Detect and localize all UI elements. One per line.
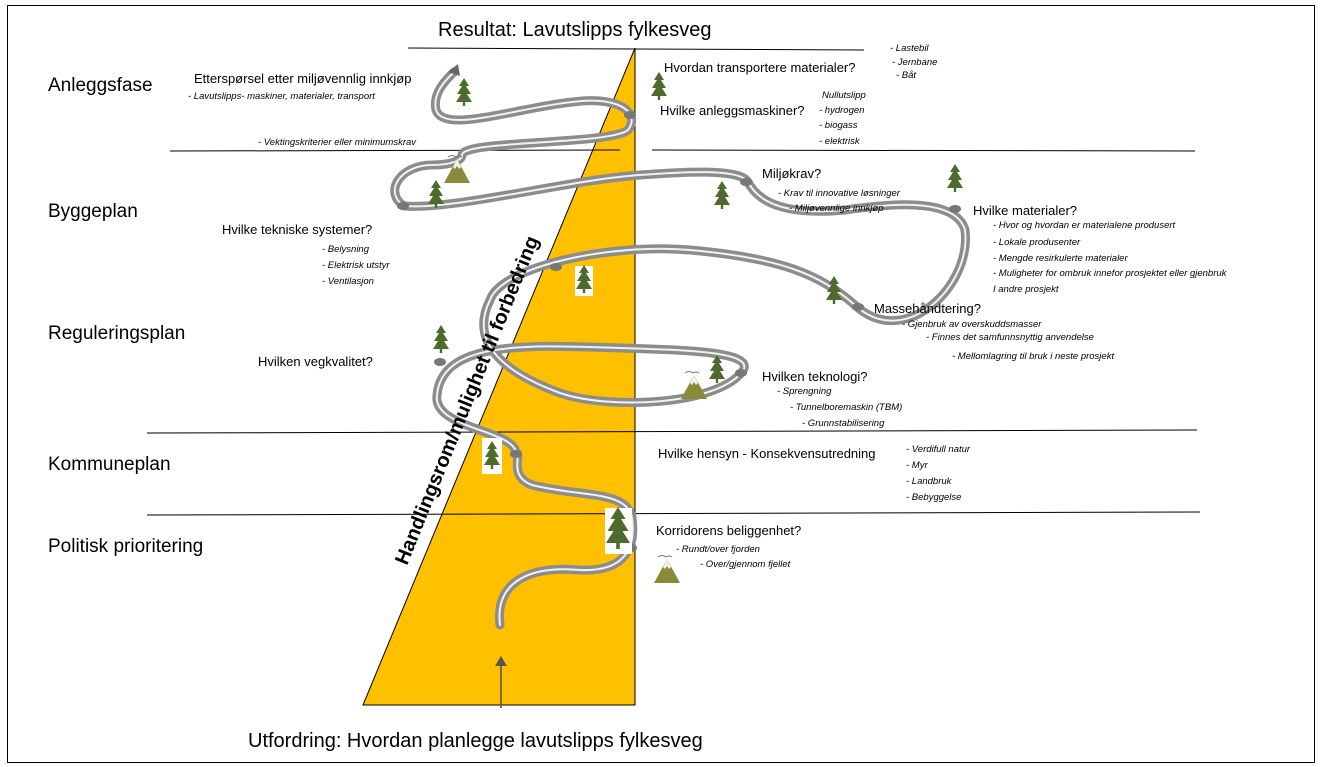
materialer-item: - Hvor og hvordan er materialene produse… (993, 220, 1176, 231)
start-arrow-head (495, 656, 507, 666)
tekniske-item: - Belysning (322, 244, 369, 255)
tree-icon (826, 276, 842, 304)
maskiner-item: - elektrisk (819, 136, 860, 147)
stop-marker (510, 450, 522, 458)
phase-politisk: Politisk prioritering (48, 536, 204, 557)
tekniske-question: Hvilke tekniske systemer? (222, 222, 373, 237)
korridor-item: - Rundt/over fjorden (676, 544, 760, 555)
tree-icon (651, 72, 667, 100)
tekniske-item: - Elektrisk utstyr (322, 260, 390, 271)
masse-item: - Finnes det samfunnsnyttig anvendelse (926, 332, 1094, 343)
stop-marker (624, 111, 636, 119)
materialer-item: - Mengde resirkulerte materialer (993, 253, 1128, 264)
maskiner-question: Hvilke anleggsmaskiner? (660, 103, 805, 118)
separator-anlegg-right (651, 149, 1196, 152)
maskiner-item: - hydrogen (819, 105, 865, 116)
innkjop-sub: - Lavutslipps- maskiner, materialer, tra… (188, 91, 375, 102)
teknologi-question: Hvilken teknologi? (762, 369, 868, 384)
diagram-frame (7, 5, 1315, 763)
transport-item: - Jernbane (892, 57, 938, 68)
maskiner-item: - biogass (819, 120, 858, 131)
opportunity-wedge (362, 47, 636, 706)
separator-kommune (146, 511, 1201, 516)
tree-icon (433, 325, 449, 353)
hensyn-item: - Landbruk (906, 476, 952, 487)
materialer-item: I andre prosjekt (993, 284, 1059, 295)
transport-item: - Lastebil (890, 43, 929, 54)
separator-anlegg-left (169, 149, 621, 152)
hensyn-item: - Myr (906, 460, 928, 471)
tree-icon (428, 180, 444, 208)
challenge-title: Utfordring: Hvordan planlegge lavutslipp… (248, 730, 703, 752)
vekting-sub: - Vektingskriterier eller minimumskrav (258, 137, 417, 148)
hensyn-question: Hvilke hensyn - Konsekvensutredning (658, 446, 876, 461)
separator-regulering (146, 429, 1198, 434)
mountain-icon (653, 555, 681, 584)
separator-top (407, 47, 865, 51)
tree-icon (456, 78, 472, 106)
miljokrav-item: - Krav til innovative løsninger (778, 188, 900, 199)
materialer-question: Hvilke materialer? (973, 203, 1078, 218)
stop-marker (949, 205, 961, 213)
phase-reguleringsplan: Reguleringsplan (48, 323, 186, 344)
tree-icon (714, 181, 730, 209)
teknologi-item: - Tunnelboremaskin (TBM) (790, 402, 903, 413)
phase-kommuneplan: Kommuneplan (48, 454, 171, 475)
stop-marker (397, 202, 409, 210)
teknologi-item: - Sprengning (777, 386, 832, 397)
stop-marker (434, 358, 446, 366)
transport-item: - Båt (896, 70, 917, 81)
result-title: Resultat: Lavutslipps fylkesveg (438, 19, 712, 41)
innkjop-question: Etterspørsel etter miljøvennlig innkjøp (194, 71, 412, 86)
materialer-item: - Muligheter for ombruk innefor prosjekt… (993, 268, 1227, 279)
winding-road-centerline (393, 71, 967, 626)
stop-marker (735, 369, 747, 377)
mountain-icon (680, 371, 708, 400)
transport-question: Hvordan transportere materialer? (664, 60, 856, 75)
korridor-question: Korridorens beliggenhet? (656, 523, 802, 538)
phase-anleggsfase: Anleggsfase (48, 75, 153, 96)
stop-marker (550, 263, 562, 271)
phase-byggeplan: Byggeplan (48, 201, 138, 222)
teknologi-item: - Grunnstabilisering (802, 418, 885, 429)
road-end-arrowhead (448, 64, 460, 76)
masse-item: - Mellomlagring til bruk i neste prosjek… (952, 351, 1115, 362)
maskiner-item: Nullutslipp (822, 90, 866, 101)
masse-item: - Gjenbruk av overskuddsmasser (902, 319, 1042, 330)
miljokrav-item: - Miljøvennlige innkjøp (789, 203, 884, 214)
miljokrav-question: Miljøkrav? (762, 166, 822, 181)
tekniske-item: - Ventilasjon (322, 276, 374, 287)
hensyn-item: - Bebyggelse (906, 492, 962, 503)
vegkvalitet-question: Hvilken vegkvalitet? (258, 354, 373, 369)
hensyn-item: - Verdifull natur (906, 444, 971, 455)
korridor-item: - Over/gjennom fjellet (700, 559, 791, 570)
masse-question: Massehåndtering? (874, 301, 981, 316)
stop-marker (852, 303, 864, 311)
tree-icon (947, 164, 963, 192)
stop-marker (740, 178, 752, 186)
materialer-item: - Lokale produsenter (993, 237, 1081, 248)
